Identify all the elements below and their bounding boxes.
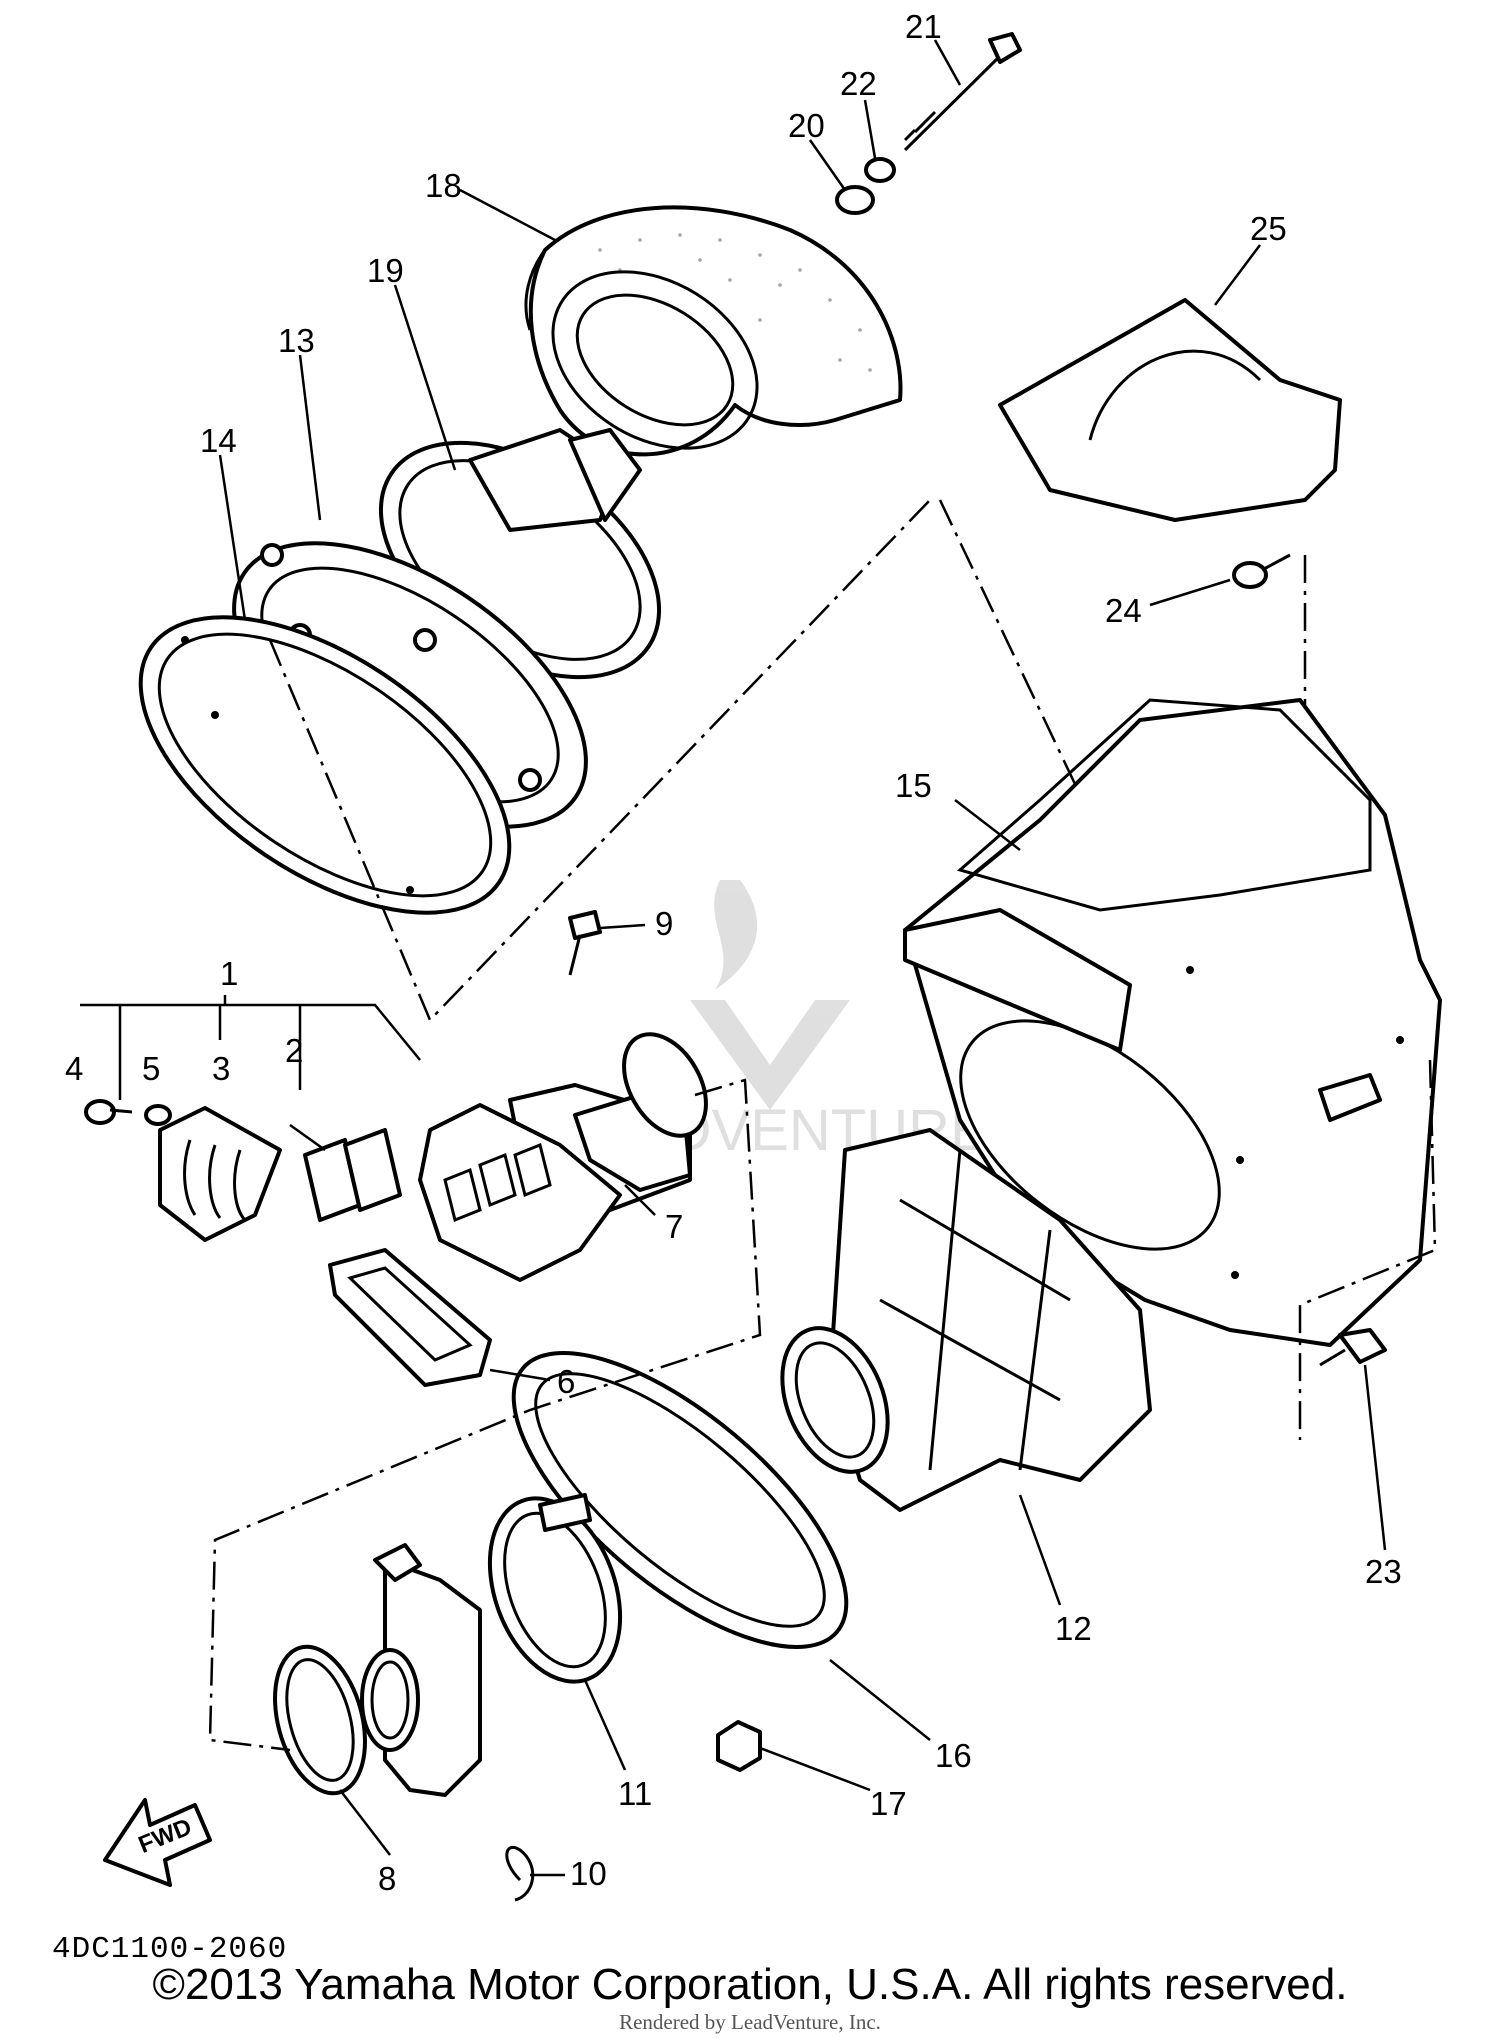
callout-5: 5 (142, 1050, 160, 1087)
assembly-line-filter-box (938, 499, 1182, 1006)
callout-9: 9 (655, 905, 673, 942)
part-22-spring-washer (864, 157, 896, 183)
callout-12: 12 (1055, 1610, 1092, 1647)
copyright-notice: ©2013 Yamaha Motor Corporation, U.S.A. A… (152, 1960, 1348, 2009)
callout-15: 15 (895, 767, 932, 804)
part-2-reed-petals (303, 1128, 402, 1222)
diagram-code: 4DC1100-2060 (52, 1932, 288, 1967)
callout-6: 6 (557, 1363, 575, 1400)
part-16-gasket (511, 1351, 849, 1649)
part-12-intake-duct (780, 1128, 1152, 1512)
callout-16: 16 (935, 1737, 972, 1774)
part-14-gasket (138, 615, 512, 915)
watermark-text: Rendered by LeadVenture, Inc. (619, 2010, 881, 2034)
assembly-line-23 (1298, 1059, 1437, 1440)
callout-2: 2 (285, 1032, 303, 1069)
part-3-reed-stopper (158, 1106, 282, 1242)
part-21-bolt (903, 32, 1022, 152)
callout-25: 25 (1250, 210, 1287, 247)
part-7-carb-joint (508, 1032, 708, 1212)
callout-8: 8 (378, 1860, 396, 1897)
callout-20: 20 (788, 107, 825, 144)
fwd-arrow-icon: FWD (103, 1798, 212, 1887)
callout-11: 11 (618, 1775, 652, 1812)
leader-lines (218, 39, 1387, 1877)
part-8-clamp (273, 1644, 367, 1796)
callout-1: 1 (220, 955, 238, 992)
part-17-nut (716, 1720, 762, 1772)
callout-21: 21 (905, 8, 942, 45)
callout-19: 19 (367, 252, 404, 289)
reed-valve-block (418, 1103, 622, 1282)
part-11-clamp (487, 1493, 623, 1684)
assembly-line-reed (208, 1078, 762, 1752)
part-24-bolt (1232, 553, 1291, 589)
callout-22: 22 (840, 65, 877, 102)
callout-10: 10 (570, 1855, 607, 1892)
part-15-air-box (903, 698, 1442, 1347)
part-4-screw (84, 1099, 133, 1125)
part-20-washer (835, 185, 875, 215)
carburetor-body (360, 1543, 482, 1797)
callout-18: 18 (425, 167, 462, 204)
callout-7: 7 (665, 1208, 683, 1245)
part-25-cover (998, 298, 1342, 522)
part-6-reed-gasket (328, 1248, 492, 1387)
callout-13: 13 (278, 322, 315, 359)
part-5-washer (144, 1104, 172, 1126)
callout-4: 4 (65, 1050, 83, 1087)
callout-3: 3 (212, 1050, 230, 1087)
callout-14: 14 (200, 422, 237, 459)
part-10-clip (505, 1845, 535, 1902)
part-9-bolt (568, 910, 602, 976)
callout-24: 24 (1105, 592, 1142, 629)
part-1-reed-valve-assembly-bracket (80, 995, 421, 1100)
part-23-bolt (1319, 1328, 1387, 1367)
callout-labels: 21 22 20 18 25 19 13 14 24 15 9 1 4 5 3 … (65, 8, 1402, 1897)
callout-17: 17 (870, 1785, 907, 1822)
callout-23: 23 (1365, 1553, 1402, 1590)
part-18-air-filter (524, 205, 903, 457)
